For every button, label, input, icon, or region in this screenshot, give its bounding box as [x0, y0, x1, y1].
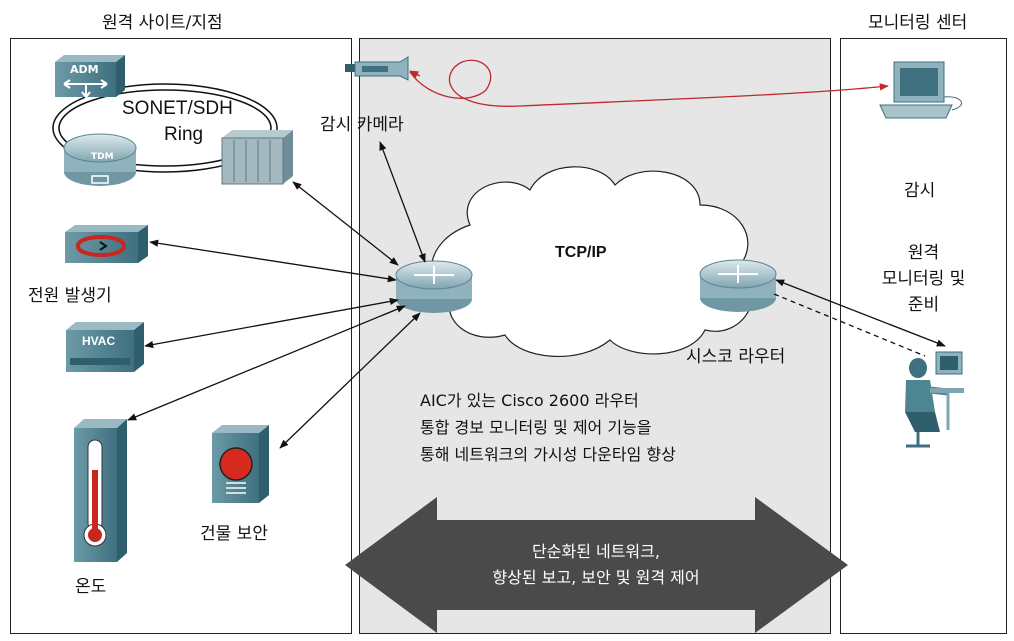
- building-security-label: 건물 보안: [200, 524, 268, 544]
- generator-icon: [65, 225, 148, 263]
- banner-line2: 향상된 보고, 보안 및 원격 제어: [492, 568, 700, 587]
- monitoring-center-header: 모니터링 센터: [868, 13, 968, 33]
- generator-label: 전원 발생기: [28, 286, 112, 306]
- thermometer-icon: [74, 419, 127, 562]
- description-line2: 통합 경보 모니터링 및 제어 기능을: [420, 418, 652, 437]
- hvac-label: HVAC: [82, 334, 116, 348]
- ring-label-line2: Ring: [164, 124, 204, 145]
- switch-rack-icon: [221, 130, 293, 185]
- network-label: TCP/IP: [555, 244, 607, 261]
- tcp-ip-cloud: [430, 166, 754, 357]
- remote-label-line1: 원격: [907, 243, 940, 263]
- camera-label: 감시 카메라: [320, 115, 404, 135]
- remote-label-line2: 모니터링 및: [881, 269, 966, 289]
- tdm-router-icon: [63, 133, 137, 186]
- camera-monitor-link: [409, 59, 889, 107]
- building-security-icon: [212, 425, 269, 503]
- thermometer-label: 온도: [75, 577, 107, 597]
- double-arrow-banner: [345, 497, 848, 633]
- central-router-icon: [395, 260, 473, 313]
- banner-line1: 단순화된 네트워크,: [532, 542, 660, 561]
- connector-arrows: [127, 141, 946, 449]
- adm-label: ADM: [70, 63, 99, 76]
- tdm-label: TDM: [91, 152, 114, 162]
- sonet-ring: [52, 83, 278, 173]
- monitoring-label: 감시: [904, 181, 936, 201]
- cisco-router-label: 시스코 라우터: [686, 347, 786, 367]
- ring-label-line1: SONET/SDH: [122, 98, 233, 119]
- operator-icon: [905, 351, 964, 448]
- cisco-router-icon: [699, 259, 777, 312]
- remote-site-header: 원격 사이트/지점: [102, 13, 223, 33]
- description-line1: AIC가 있는 Cisco 2600 라우터: [420, 391, 639, 410]
- description-line3: 통해 네트워크의 가시성 다운타임 향상: [420, 445, 676, 464]
- adm-icon: [55, 55, 125, 99]
- monitoring-pc-icon: [879, 61, 963, 119]
- camera-icon: [345, 56, 409, 81]
- remote-label-line3: 준비: [907, 295, 940, 315]
